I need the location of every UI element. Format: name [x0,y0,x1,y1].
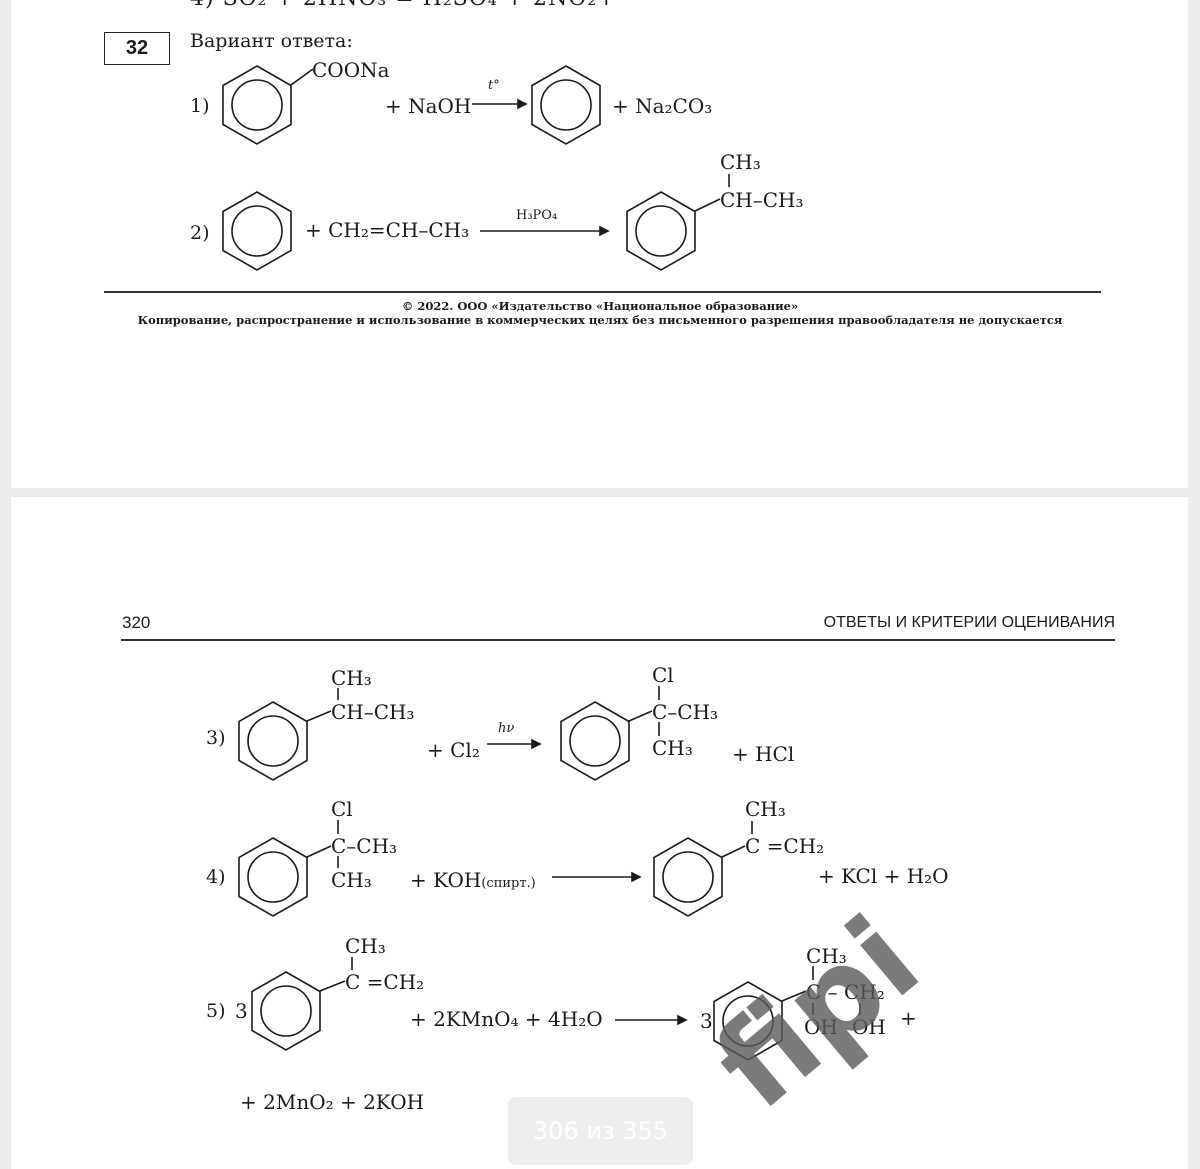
task-number-box: 32 [104,32,170,65]
footer-rule [104,291,1101,293]
reaction-3-reagent: + Cl₂ [427,738,480,762]
reaction-2-product-top: CH₃ [720,150,761,174]
reaction-1-reagent: + NaOH [385,94,472,118]
cut-off-equation: 4) SO₂ + 2HNO₃ = H₂SO₄ + 2NO₂↑ [190,0,617,11]
reaction-2-condition: H₃PO₄ [516,208,558,223]
reaction-3-product-bottom: CH₃ [652,736,693,760]
benzene-ring-icon [560,701,630,781]
reaction-4-number: 4) [206,866,226,888]
reaction-2-reagent: + CH₂=CH–CH₃ [305,218,470,242]
page-indicator: 306 из 355 [508,1097,693,1165]
running-head: ОТВЕТЫ И КРИТЕРИИ ОЦЕНИВАНИЯ [823,614,1115,631]
arrow-icon [472,98,528,110]
reaction-2-product-side: CH–CH₃ [720,188,804,212]
reaction-4-top: Cl [331,797,353,821]
reaction-5-side: C =CH₂ [345,970,425,994]
reaction-1-condition: t° [488,78,500,93]
reaction-3-byproduct: + HCl [732,742,795,766]
reaction-4-reagent: + KOH(спирт.) [410,868,536,892]
arrow-icon [487,738,542,750]
arrow-icon [480,225,610,237]
reaction-3-product-side: C–CH₃ [652,700,719,724]
reaction-5-product-oh-1: OH [804,1015,838,1039]
reaction-2-number: 2) [190,222,210,244]
arrow-icon [552,871,642,883]
reaction-1-product: + Na₂CO₃ [612,94,713,118]
benzene-ring-icon [222,65,292,145]
reaction-3-side: CH–CH₃ [331,700,415,724]
page-upper [11,0,1188,488]
benzene-ring-icon [238,837,308,917]
reaction-5-product-top: CH₃ [806,944,847,968]
reaction-4-side: C–CH₃ [331,834,398,858]
benzene-ring-icon [713,981,783,1061]
copyright-line-2: Копирование, распространение и использов… [137,313,1063,327]
reaction-5-number: 5) [206,1000,226,1022]
page-number: 320 [122,613,151,632]
reaction-5-coefficient: 3 [235,999,248,1023]
reaction-3-number: 3) [206,727,226,749]
reaction-5-product-side: C – CH₂ [806,980,885,1004]
reaction-4-product-top: CH₃ [745,797,786,821]
reaction-3-condition: hν [498,721,515,736]
reaction-5-reagent: + 2KMnO₄ + 4H₂O [410,1007,603,1031]
reaction-3-top: CH₃ [331,666,372,690]
reaction-4-product-side: C =CH₂ [745,834,825,858]
reaction-5-continuation: + 2MnO₂ + 2KOH [240,1090,425,1114]
reaction-5-product-coefficient: 3 [700,1009,713,1033]
reaction-1-number: 1) [190,95,210,117]
page-lower [11,497,1188,1169]
reaction-4-bottom: CH₃ [331,868,372,892]
reaction-4-byproduct: + KCl + H₂O [818,864,949,888]
benzene-ring-icon [251,971,321,1051]
benzene-ring-icon [531,65,601,145]
benzene-ring-icon [653,837,723,917]
benzene-ring-icon [238,701,308,781]
arrow-icon [615,1014,688,1026]
benzene-ring-icon [626,191,696,271]
answer-title: Вариант ответа: [190,30,353,52]
reaction-1-substituent: COONa [312,58,390,82]
copyright-line-1: © 2022. ООО «Издательство «Национальное … [401,299,799,313]
reaction-5-top: CH₃ [345,934,386,958]
reaction-5-product-oh-2: OH [852,1015,886,1039]
benzene-ring-icon [222,191,292,271]
reaction-5-product-plus: + [900,1006,917,1030]
header-rule [121,639,1115,641]
reaction-3-product-top: Cl [652,663,674,687]
